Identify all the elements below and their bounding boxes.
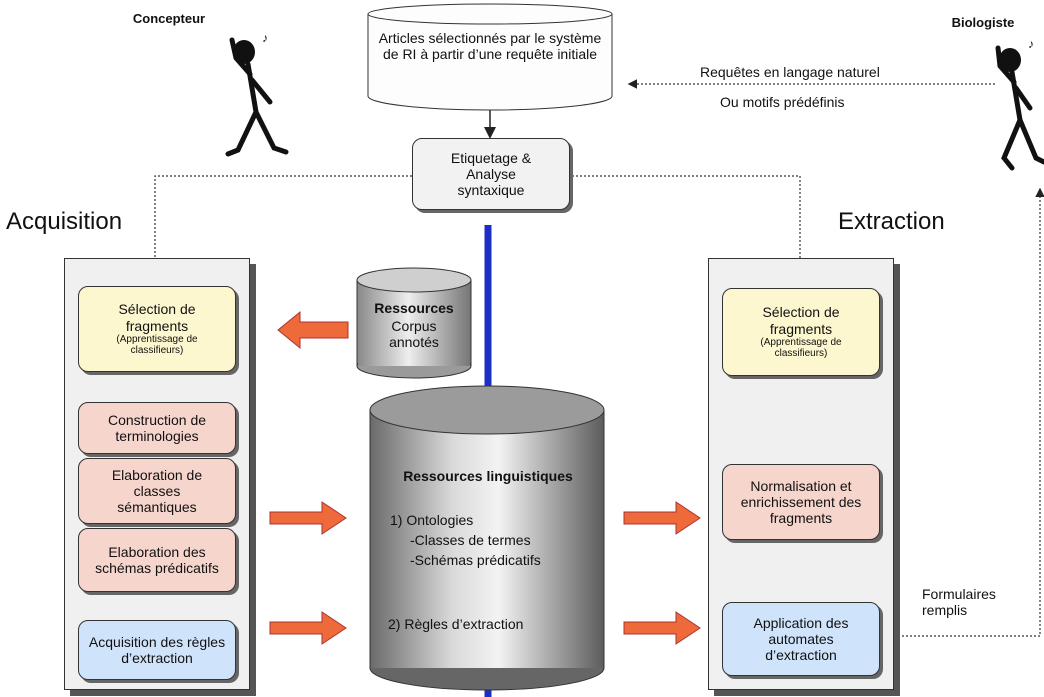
orange-arrow-acq-1: [269, 501, 347, 535]
ext-automata-box: Application des automates d’extraction: [722, 602, 880, 676]
extraction-title: Extraction: [838, 208, 945, 235]
tagging-label: Etiquetage & Analyse syntaxique: [450, 149, 532, 199]
acq-terminology-box: Construction de terminologies: [78, 402, 236, 454]
biologiste-figure: ♪: [995, 37, 1044, 171]
dotted-to-acquisition: [150, 175, 412, 281]
ext-normalisation-box: Normalisation et enrichissement des frag…: [722, 464, 880, 540]
articles-db-text: Articles sélectionnés par le système de …: [378, 30, 602, 63]
query-label-2: Ou motifs prédéfinis: [720, 94, 845, 110]
acq-rules-label: Acquisition des règles d’extraction: [88, 633, 226, 666]
dotted-to-extraction: [568, 175, 805, 288]
acq-rules-box: Acquisition des règles d’extraction: [78, 620, 236, 680]
linguistic-title: Ressources linguistiques: [403, 468, 573, 484]
output-label: Formulaires remplis: [922, 586, 996, 619]
articles-cylinder: [367, 3, 613, 111]
acq-selection-sub: (Apprentissage de classifieurs): [116, 333, 198, 357]
acquisition-title: Acquisition: [6, 208, 123, 235]
resources-title: Ressources: [374, 300, 454, 316]
ext-selection-box: Sélection de fragments (Apprentissage de…: [722, 288, 880, 376]
linguistic-item2: 2) Règles d’extraction: [388, 616, 524, 632]
orange-arrow-acq-2: [269, 611, 347, 645]
acq-terminology-label: Construction de terminologies: [107, 411, 207, 444]
orange-arrow-ext-1: [623, 501, 701, 535]
concepteur-figure: ♪: [225, 31, 289, 157]
acq-schemas-box: Elaboration des schémas prédicatifs: [78, 528, 236, 592]
resources-cylinder: [356, 267, 472, 379]
ext-automata-label: Application des automates d’extraction: [753, 614, 849, 664]
svg-text:♪: ♪: [1028, 37, 1034, 51]
ext-normalisation-label: Normalisation et enrichissement des frag…: [740, 477, 862, 527]
linguistic-cylinder: [369, 385, 605, 691]
linguistic-item1: 1) Ontologies: [390, 512, 474, 528]
svg-text:♪: ♪: [262, 31, 268, 45]
linguistic-item1b: -Schémas prédicatifs: [410, 552, 541, 568]
linguistic-item1a: -Classes de termes: [410, 532, 531, 548]
acq-selection-title: Sélection de fragments: [118, 301, 196, 334]
resources-body: Corpus annotés: [389, 318, 439, 351]
ext-selection-title: Sélection de fragments: [762, 304, 840, 337]
acq-classes-box: Elaboration de classes sémantiques: [78, 458, 236, 524]
query-label-1: Requêtes en langage naturel: [700, 64, 880, 80]
output-line: [890, 187, 1044, 637]
acq-classes-label: Elaboration de classes sémantiques: [111, 466, 203, 516]
orange-arrow-ext-2: [623, 611, 701, 645]
acq-selection-box: Sélection de fragments (Apprentissage de…: [78, 286, 236, 372]
acq-schemas-label: Elaboration des schémas prédicatifs: [95, 543, 219, 576]
ext-selection-sub: (Apprentissage de classifieurs): [760, 336, 842, 360]
orange-arrow-resources: [277, 310, 349, 350]
concepteur-label: Concepteur: [132, 11, 206, 26]
tagging-box: Etiquetage & Analyse syntaxique: [412, 138, 570, 210]
biologiste-label: Biologiste: [951, 15, 1015, 30]
